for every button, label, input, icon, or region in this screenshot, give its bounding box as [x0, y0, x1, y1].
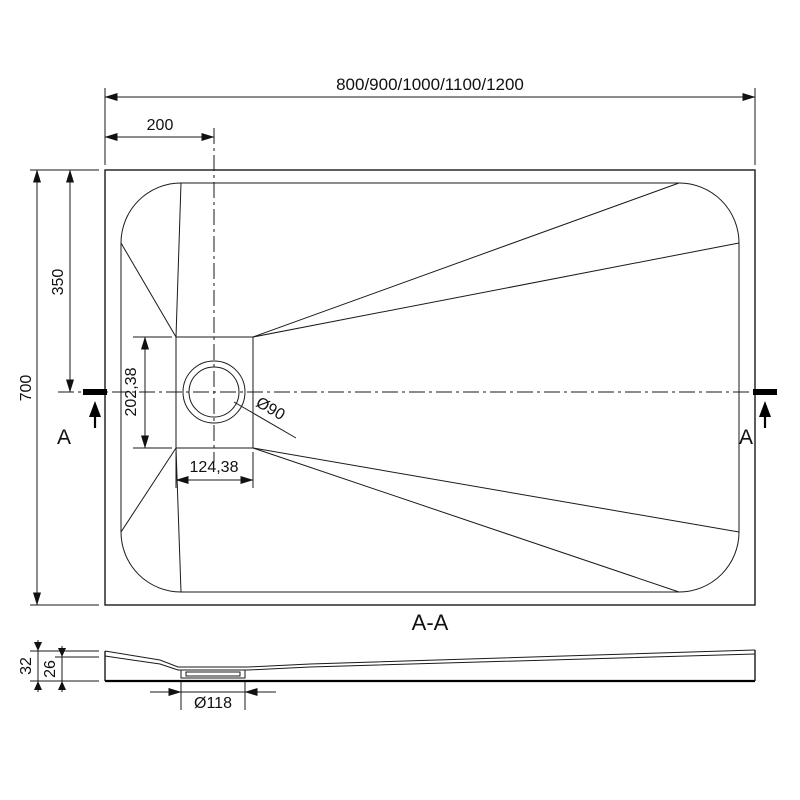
section-letter-right: A: [739, 426, 753, 449]
top-view: A A 800/900/1000/1100/1200 200 700: [18, 75, 777, 606]
dim-section-inner-height: 26: [42, 646, 99, 692]
drain-flange: [180, 669, 246, 679]
width-options-label: 800/900/1000/1100/1200: [336, 75, 524, 94]
dim-drain-rect-width: 124,38: [175, 452, 254, 488]
dim-width: 800/900/1000/1100/1200: [104, 75, 756, 165]
drain-outer-circle: [182, 360, 246, 424]
dim-drain-offset-y: 350: [50, 169, 74, 393]
drain-rect-width-label: 124,38: [190, 459, 239, 476]
drain-diameter-label: Ø90: [253, 394, 288, 424]
drain-offset-y-label: 350: [50, 269, 67, 296]
section-cut-right: A: [739, 389, 777, 449]
dim-depth: 700: [18, 169, 99, 606]
section-height-label: 32: [18, 657, 35, 675]
drain-flange-inner: [185, 671, 241, 677]
section-cut-left: A: [57, 389, 107, 449]
section-inner-height-label: 26: [42, 660, 59, 678]
slope-lines: [120, 182, 740, 593]
drain-offset-x-label: 200: [147, 117, 174, 134]
drain-rect-height-label: 202,38: [123, 367, 140, 416]
section-drain-label: Ø118: [194, 695, 232, 712]
section-profile: [104, 649, 756, 683]
dim-drain-offset-x: 200: [104, 117, 215, 141]
section-title: A-A: [412, 610, 449, 635]
depth-label: 700: [18, 375, 35, 402]
dim-section-height: 32: [18, 640, 99, 692]
section-view: A-A 32 26: [18, 610, 756, 712]
dim-section-drain: Ø118: [150, 682, 276, 712]
tray-inner-rounded-rect: [120, 182, 740, 593]
section-letter-left: A: [57, 426, 71, 449]
dim-drain-rect-height: 202,38: [123, 336, 172, 449]
tray-outer-rect: [104, 169, 756, 606]
